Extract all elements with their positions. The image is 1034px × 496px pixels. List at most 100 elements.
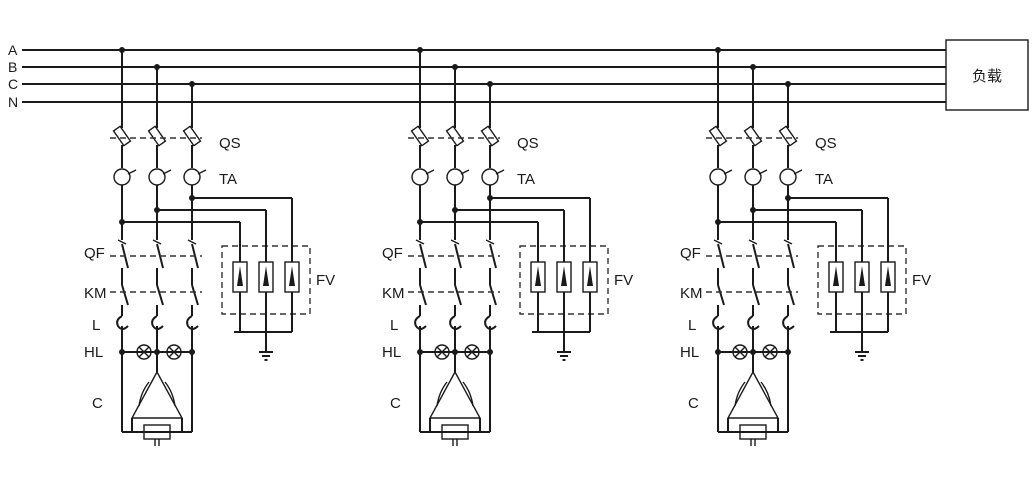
- capacitor-element: [143, 424, 171, 440]
- capacitor-coil: [138, 381, 176, 407]
- l-reactor-symbol: [186, 315, 199, 330]
- l-reactor-symbol: [782, 315, 795, 330]
- label-ta: TA: [517, 171, 535, 188]
- ta-ct-mark: [127, 169, 137, 175]
- fv-arrester-arrow: [263, 266, 269, 286]
- label-hl: HL: [680, 344, 699, 361]
- ta-ct-mark: [197, 169, 207, 175]
- label-qs: QS: [219, 135, 241, 152]
- ta-ct-mark: [425, 169, 435, 175]
- label-qs: QS: [815, 135, 837, 152]
- bus-label-a: A: [8, 42, 18, 58]
- label-hl: HL: [84, 344, 103, 361]
- capacitor-element: [441, 424, 469, 440]
- ta-ct-mark: [758, 169, 768, 175]
- fv-arrester-arrow: [885, 266, 891, 286]
- hl-lamp-cross: [764, 346, 776, 358]
- fv-arrester-arrow: [535, 266, 541, 286]
- label-fv: FV: [316, 272, 335, 289]
- qs-fuse-symbol: [708, 125, 728, 147]
- l-reactor-symbol: [116, 315, 129, 330]
- ta-ct-symbol: [446, 168, 464, 186]
- km-contact: [752, 284, 760, 306]
- hl-lamp-symbol: [762, 344, 778, 360]
- l-reactor-symbol: [484, 315, 497, 330]
- qf-cross-mark: [783, 239, 793, 245]
- capacitor-delta: [726, 370, 780, 419]
- km-contact: [717, 284, 725, 306]
- fv-arrester-arrow: [859, 266, 865, 286]
- qf-cross-mark: [117, 239, 127, 245]
- ta-ct-mark: [723, 169, 733, 175]
- qs-fuse-symbol: [445, 125, 465, 147]
- label-qf: QF: [680, 245, 701, 262]
- fv-arrester-arrow: [587, 266, 593, 286]
- load-label: 负载: [972, 68, 1002, 85]
- l-reactor-symbol: [747, 315, 760, 330]
- label-km: KM: [382, 285, 405, 302]
- l-reactor-symbol: [414, 315, 427, 330]
- load-box: [945, 39, 1029, 111]
- fv-arrester-arrow: [289, 266, 295, 286]
- km-contact: [419, 284, 427, 306]
- hl-lamp-cross: [734, 346, 746, 358]
- branch-1: QS TA QF KM L HL C FV: [84, 47, 335, 446]
- ta-ct-symbol: [148, 168, 166, 186]
- ta-ct-symbol: [411, 168, 429, 186]
- ta-ct-symbol: [481, 168, 499, 186]
- qf-cross-mark: [748, 239, 758, 245]
- ta-ct-mark: [495, 169, 505, 175]
- capacitor-element: [739, 424, 767, 440]
- bus-label-b: B: [8, 59, 17, 75]
- fv-arrester-arrow: [561, 266, 567, 286]
- hl-lamp-cross: [436, 346, 448, 358]
- label-c: C: [390, 395, 401, 412]
- l-reactor-symbol: [449, 315, 462, 330]
- ta-ct-symbol: [709, 168, 727, 186]
- hl-lamp-cross: [466, 346, 478, 358]
- hl-lamp-symbol: [434, 344, 450, 360]
- ta-ct-symbol: [113, 168, 131, 186]
- label-c: C: [92, 395, 103, 412]
- hl-lamp-cross: [138, 346, 150, 358]
- hl-lamp-symbol: [166, 344, 182, 360]
- hl-lamp-symbol: [136, 344, 152, 360]
- capacitor-delta: [428, 370, 482, 419]
- km-contact: [121, 284, 129, 306]
- qs-fuse-symbol: [480, 125, 500, 147]
- l-reactor-symbol: [151, 315, 164, 330]
- bus-label-n: N: [8, 94, 18, 110]
- label-ta: TA: [219, 171, 237, 188]
- label-l: L: [390, 317, 398, 334]
- label-l: L: [92, 317, 100, 334]
- qs-fuse-symbol: [410, 125, 430, 147]
- qf-cross-mark: [485, 239, 495, 245]
- hl-lamp-symbol: [732, 344, 748, 360]
- label-km: KM: [680, 285, 703, 302]
- km-contact: [787, 284, 795, 306]
- capacitor-coil: [734, 381, 772, 407]
- ta-ct-mark: [162, 169, 172, 175]
- label-qf: QF: [382, 245, 403, 262]
- qs-fuse-symbol: [112, 125, 132, 147]
- label-fv: FV: [912, 272, 931, 289]
- qf-cross-mark: [450, 239, 460, 245]
- qf-cross-mark: [713, 239, 723, 245]
- label-km: KM: [84, 285, 107, 302]
- label-l: L: [688, 317, 696, 334]
- qf-cross-mark: [152, 239, 162, 245]
- qs-fuse-symbol: [147, 125, 167, 147]
- qs-fuse-symbol: [778, 125, 798, 147]
- label-qf: QF: [84, 245, 105, 262]
- ta-ct-symbol: [779, 168, 797, 186]
- label-qs: QS: [517, 135, 539, 152]
- fv-arrester-arrow: [237, 266, 243, 286]
- ta-ct-mark: [460, 169, 470, 175]
- qs-fuse-symbol: [182, 125, 202, 147]
- hl-lamp-cross: [168, 346, 180, 358]
- capacitor-delta: [130, 370, 184, 419]
- label-fv: FV: [614, 272, 633, 289]
